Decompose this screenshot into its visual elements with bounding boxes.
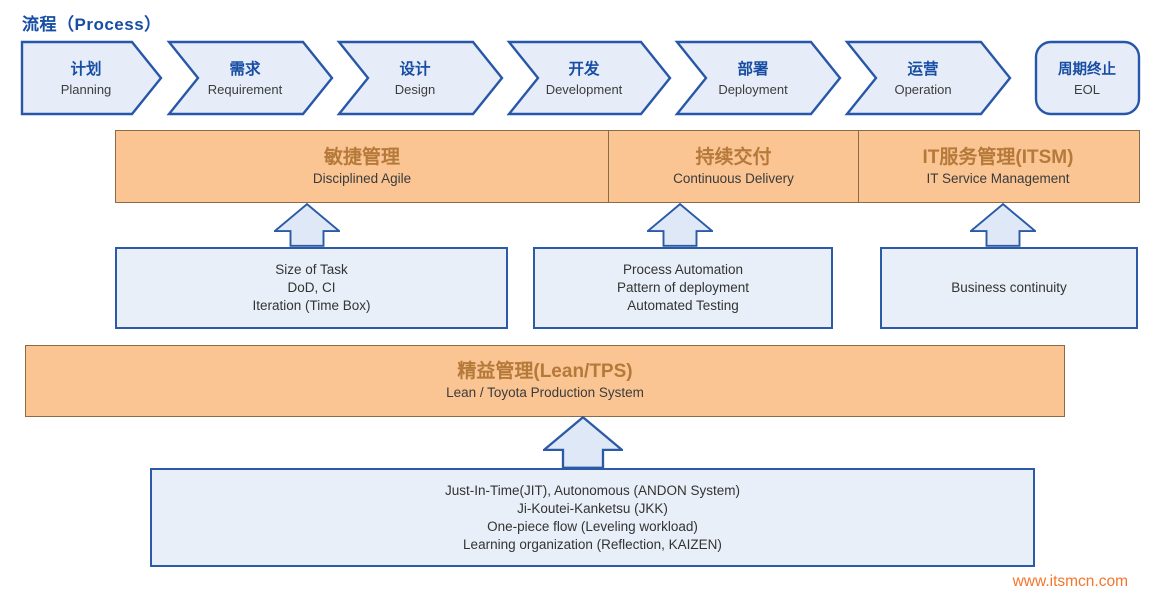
stage-label-en: EOL (1074, 82, 1100, 97)
detail-line: One-piece flow (Leveling workload) (487, 518, 698, 534)
process-chevron-strip: 计划 Planning 需求 Requirement 设计 Design 开发 … (20, 40, 1141, 116)
detail-line: Just-In-Time(JIT), Autonomous (ANDON Sys… (444, 482, 741, 498)
practice-section-agile: 敏捷管理 Disciplined Agile (116, 131, 609, 202)
stage-label-zh: 部署 (737, 59, 768, 78)
stage-shape-operation (844, 40, 1012, 116)
up-arrow-icon (970, 202, 1036, 247)
stage-label-en: Planning (61, 82, 112, 97)
stage-label-zh: 运营 (907, 59, 938, 78)
detail-box-cd: Process Automation Pattern of deployment… (533, 247, 833, 329)
lean-section: 精益管理(Lean/TPS) Lean / Toyota Production … (26, 346, 1064, 416)
page-title: 流程（Process） (22, 15, 162, 34)
practice-title-zh: 持续交付 (695, 146, 772, 168)
up-arrow-icon (274, 202, 340, 247)
detail-box-lean: Just-In-Time(JIT), Autonomous (ANDON Sys… (150, 468, 1035, 567)
stage-shape-development (506, 40, 672, 116)
detail-line: Size of Task (275, 262, 348, 277)
stage-label-en: Operation (894, 82, 951, 97)
detail-box-agile: Size of Task DoD, CI Iteration (Time Box… (115, 247, 508, 329)
practice-title-en: Continuous Delivery (673, 170, 794, 186)
detail-line: Pattern of deployment (616, 280, 750, 295)
detail-line: Learning organization (Reflection, KAIZE… (463, 536, 722, 552)
stage-label-en: Design (395, 82, 435, 97)
watermark: www.itsmcn.com (1012, 573, 1128, 590)
stage-shape-eol (1034, 40, 1141, 116)
practice-title-en: Disciplined Agile (312, 170, 412, 186)
stage-label-zh: 计划 (70, 59, 101, 78)
lean-bar: 精益管理(Lean/TPS) Lean / Toyota Production … (25, 345, 1065, 417)
detail-box-itsm: Business continuity (880, 247, 1138, 329)
stage-label-en: Requirement (208, 82, 283, 97)
practice-title-zh: 敏捷管理 (323, 146, 400, 168)
stage-label-zh: 开发 (568, 59, 600, 78)
practice-section-itsm: IT服务管理(ITSM) IT Service Management (859, 131, 1137, 202)
practices-bar: 敏捷管理 Disciplined Agile 持续交付 Continuous D… (115, 130, 1140, 203)
up-arrow-icon (543, 416, 623, 469)
detail-line: Automated Testing (627, 298, 739, 313)
stage-shape-planning (20, 40, 163, 116)
detail-line: Iteration (Time Box) (252, 298, 371, 313)
practice-title-zh: IT服务管理(ITSM) (922, 146, 1074, 168)
stage-shape-requirement (166, 40, 334, 116)
practice-section-cd: 持续交付 Continuous Delivery (609, 131, 859, 202)
detail-line: Process Automation (622, 262, 744, 277)
stage-label-en: Development (546, 82, 623, 97)
practice-title-en: IT Service Management (926, 170, 1070, 186)
stage-shape-design (336, 40, 504, 116)
stage-label-en: Deployment (718, 82, 788, 97)
up-arrow-icon (647, 202, 713, 247)
detail-line: Ji-Koutei-Kanketsu (JKK) (517, 500, 668, 516)
lean-title-zh: 精益管理(Lean/TPS) (457, 361, 633, 382)
stage-shape-deployment (674, 40, 842, 116)
stage-label-zh: 需求 (229, 59, 261, 78)
stage-label-zh: 设计 (399, 59, 431, 78)
detail-line: DoD, CI (287, 280, 336, 295)
detail-line: Business continuity (951, 280, 1067, 295)
lean-title-en: Lean / Toyota Production System (446, 385, 644, 400)
stage-label-zh: 周期终止 (1058, 60, 1116, 78)
